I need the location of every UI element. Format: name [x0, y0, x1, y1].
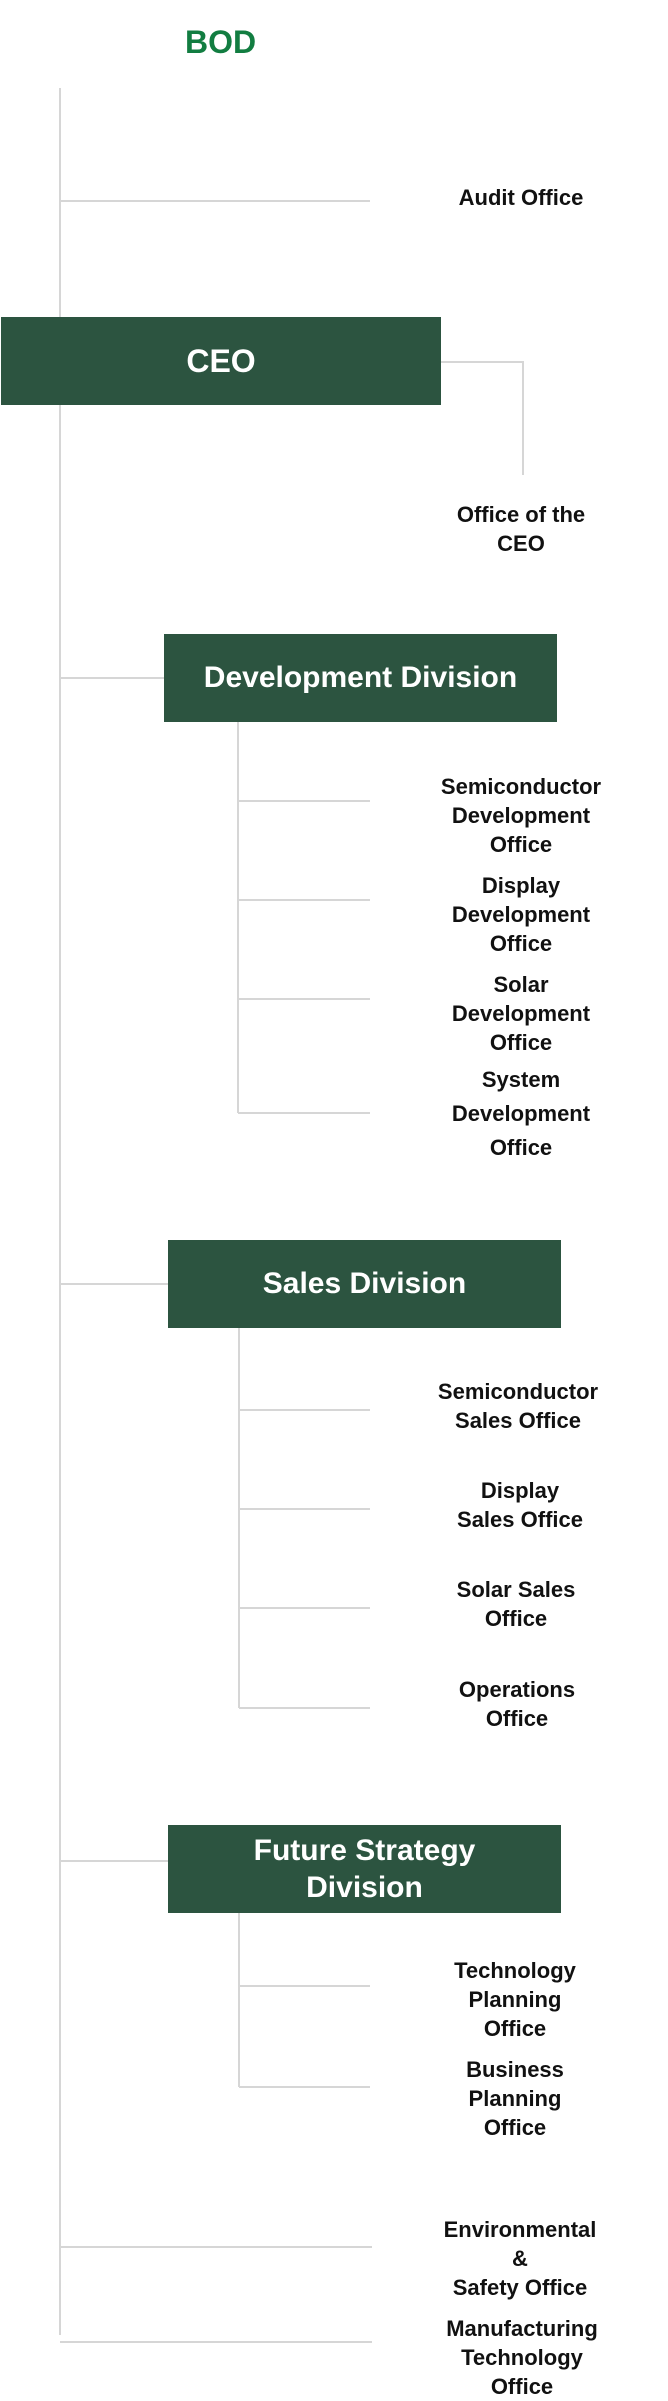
- solar-development-office-label: Solar Development Office: [451, 972, 591, 1055]
- operations-office-label: Operations Office: [458, 1677, 576, 1731]
- development-connector: [60, 677, 164, 679]
- audit-office-label: Audit Office: [458, 185, 584, 210]
- sales-office-connector: [239, 1409, 370, 1411]
- solar-sales-office-label: Solar Sales Office: [456, 1577, 576, 1631]
- development-division-label: Development Division: [203, 661, 518, 694]
- development-office-connector: [238, 800, 370, 802]
- strategy-office-connector: [239, 2086, 370, 2088]
- semiconductor-sales-office-label: Semiconductor Sales Office: [437, 1379, 599, 1433]
- development-office-connector: [238, 1112, 370, 1114]
- display-development-office-label: Display Development Office: [451, 873, 591, 956]
- environmental-safety-office-label: Environmental & Safety Office: [443, 2217, 597, 2300]
- development-division-box: Development Division: [164, 634, 557, 722]
- system-development-office-label: System Development Office: [451, 1067, 591, 1160]
- environmental-safety-connector: [60, 2246, 372, 2248]
- audit-connector: [60, 200, 370, 202]
- future-strategy-division-box: Future Strategy Division: [168, 1825, 561, 1913]
- ceo-label: CEO: [186, 342, 256, 379]
- sales-office-connector: [239, 1707, 370, 1709]
- strategy-office-connector: [239, 1985, 370, 1987]
- technology-planning-office-label: Technology Planning Office: [454, 1958, 576, 2041]
- display-sales-office-label: Display Sales Office: [457, 1478, 583, 1532]
- development-office-connector: [238, 899, 370, 901]
- semiconductor-development-office-label: Semiconductor Development Office: [440, 774, 602, 857]
- bod-label: BOD: [185, 24, 257, 60]
- ceo-box: CEO: [1, 317, 441, 405]
- ceo-office-connector-h: [441, 361, 523, 363]
- manufacturing-technology-connector: [60, 2341, 372, 2343]
- sales-division-label: Sales Division: [262, 1267, 467, 1300]
- main-trunk-line: [59, 88, 61, 2335]
- ceo-office-label: Office of the CEO: [456, 502, 586, 556]
- development-office-connector: [238, 998, 370, 1000]
- strategy-branch-line: [238, 1913, 240, 2087]
- sales-connector: [60, 1283, 168, 1285]
- sales-branch-line: [238, 1328, 240, 1708]
- future-strategy-division-label: Future Strategy Division: [253, 1834, 476, 1904]
- ceo-office-connector-v: [522, 361, 524, 475]
- sales-office-connector: [239, 1607, 370, 1609]
- business-planning-office-label: Business Planning Office: [466, 2057, 564, 2140]
- strategy-connector: [60, 1860, 168, 1862]
- development-branch-line: [237, 722, 239, 1113]
- sales-office-connector: [239, 1508, 370, 1510]
- sales-division-box: Sales Division: [168, 1240, 561, 1328]
- manufacturing-technology-office-label: Manufacturing Technology Office: [446, 2316, 598, 2399]
